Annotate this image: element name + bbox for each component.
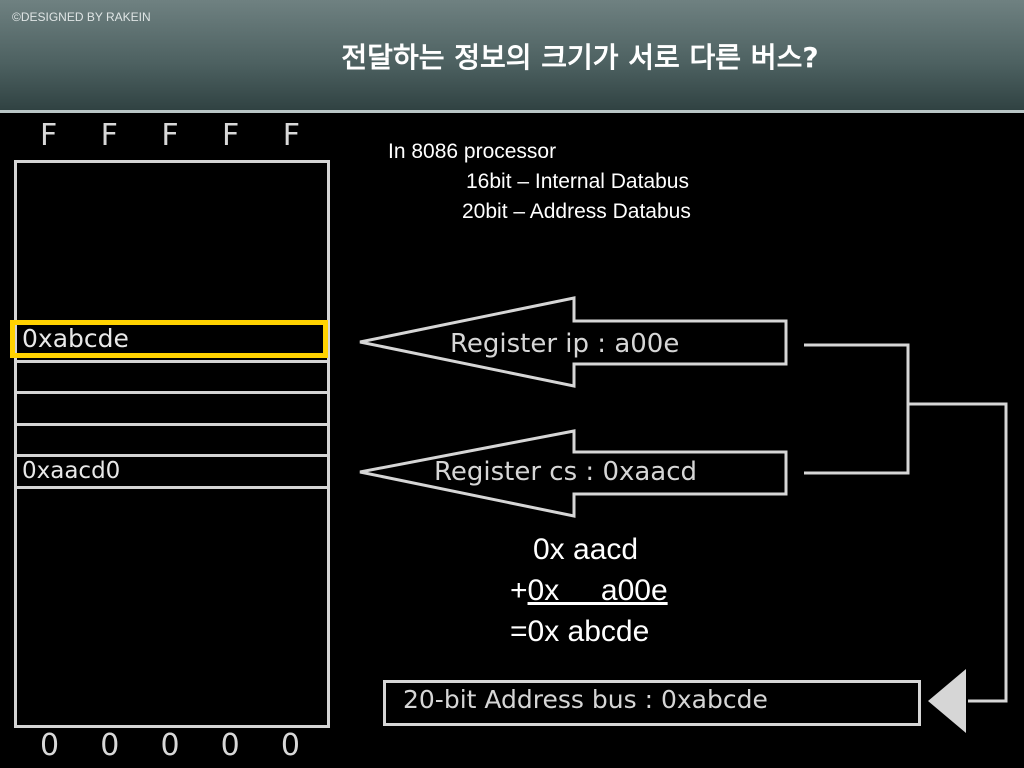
calc-operand: 0x a00e xyxy=(527,574,668,607)
calc-result: =0x abcde xyxy=(510,615,650,648)
top-letter: F xyxy=(100,118,118,153)
bottom-letter: 0 xyxy=(280,728,300,763)
cs-arrow-shape xyxy=(359,429,788,518)
cell-label-segment: 0xaacd0 xyxy=(22,458,121,484)
bottom-letter: 0 xyxy=(220,728,240,763)
bottom-letter: 0 xyxy=(40,728,60,763)
slide-header xyxy=(0,0,1024,112)
memory-row-divider xyxy=(14,486,330,489)
ip-arrow-shape xyxy=(359,296,788,388)
top-letter: F xyxy=(222,118,240,153)
top-letter: F xyxy=(282,118,300,153)
bus-connector-line xyxy=(908,402,1008,703)
calc-plus: + xyxy=(510,574,528,607)
slide-title: 전달하는 정보의 크기가 서로 다른 버스? xyxy=(341,41,819,74)
memory-row-divider xyxy=(14,360,330,363)
header-divider xyxy=(0,110,1024,113)
register-cs-label: Register cs : 0xaacd xyxy=(434,457,698,487)
highlighted-memory-cell xyxy=(10,320,328,358)
address-bus-arrowhead xyxy=(928,669,966,733)
memory-row-divider xyxy=(14,454,330,457)
address-bus-label: 20-bit Address bus : 0xabcde xyxy=(403,685,768,714)
memory-row-divider xyxy=(14,423,330,426)
memory-bottom-letters: 0 0 0 0 0 xyxy=(40,728,300,763)
calc-line-2: +0x a00e xyxy=(510,570,668,611)
calc-line-1: 0x aacd xyxy=(533,533,639,566)
register-ip-label: Register ip : a00e xyxy=(450,329,680,359)
copyright-text: ©DESIGNED BY RAKEIN xyxy=(12,10,151,24)
memory-block xyxy=(14,160,330,728)
top-letter: F xyxy=(161,118,179,153)
info-address-databus: 20bit – Address Databus xyxy=(462,200,691,223)
bottom-letter: 0 xyxy=(160,728,180,763)
info-processor: In 8086 processor xyxy=(388,140,557,163)
cell-label-highlighted: 0xabcde xyxy=(22,324,129,353)
ip-connector-line xyxy=(804,343,910,475)
address-bus-box xyxy=(383,680,921,726)
bottom-letter: 0 xyxy=(100,728,120,763)
info-internal-databus: 16bit – Internal Databus xyxy=(466,170,689,193)
top-letter: F xyxy=(40,118,58,153)
memory-row-divider xyxy=(14,391,330,394)
memory-top-letters: F F F F F xyxy=(40,118,300,153)
